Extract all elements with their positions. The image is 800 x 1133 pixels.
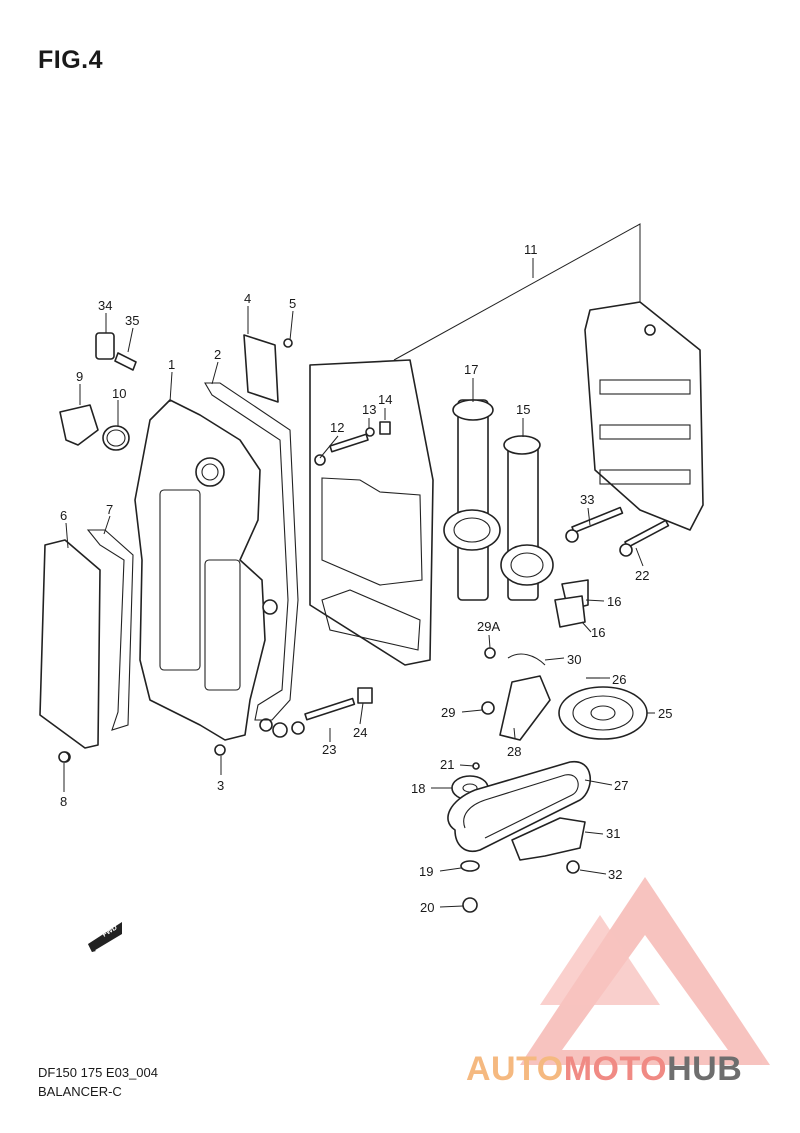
callout-label: 16: [591, 625, 605, 640]
callout-label: 7: [106, 502, 113, 517]
housing-gasket-part: [204, 382, 299, 721]
callout-label: 9: [76, 369, 83, 384]
housing-cover-part: [134, 399, 288, 741]
small-plate-part: [243, 334, 293, 403]
callout-label: 23: [322, 742, 336, 757]
leader-lines: [63, 258, 655, 908]
callout-label: 21: [440, 757, 454, 772]
callout-label: 27: [614, 778, 628, 793]
sleeve-and-clip-part: [95, 332, 137, 371]
watermark-part-auto: AUTO: [466, 1050, 564, 1088]
callout-label: 16: [607, 594, 621, 609]
callout-label: 6: [60, 508, 67, 523]
callout-label: 18: [411, 781, 425, 796]
callout-label: 4: [244, 291, 251, 306]
drive-sprocket-chain-part: [447, 761, 592, 852]
callout-label: 30: [567, 652, 581, 667]
callout-label: 1: [168, 357, 175, 372]
callout-label: 26: [612, 672, 626, 687]
callout-label: 15: [516, 402, 530, 417]
bearing-16-part: [554, 579, 589, 628]
figure-title: FIG.4: [38, 46, 104, 74]
balancer-shaft-15-part: [500, 435, 554, 601]
callout-label: 20: [420, 900, 434, 915]
callout-label: 5: [289, 296, 296, 311]
callout-label: 19: [419, 864, 433, 879]
callout-label: 25: [658, 706, 672, 721]
callout-label: 14: [378, 392, 392, 407]
callout-label: 2: [214, 347, 221, 362]
callout-label: 12: [330, 420, 344, 435]
diagram-code: DF150 175 E03_004: [38, 1065, 158, 1080]
callout-label: 29: [441, 705, 455, 720]
callout-label: 3: [217, 778, 224, 793]
diagram-section-name: BALANCER-C: [38, 1084, 122, 1099]
callout-label: 31: [606, 826, 620, 841]
diagram-caption: DF150 175 E03_004 BALANCER-C: [38, 1063, 158, 1101]
callout-label: 13: [362, 402, 376, 417]
watermark-part-moto: MOTO: [563, 1050, 668, 1088]
callout-label: 8: [60, 794, 67, 809]
chain-guide-part: [460, 817, 586, 913]
callout-label: 34: [98, 298, 112, 313]
callout-labels: 34 35 4 5 1 2 9 10 11 17 15 13 14 12 33 …: [60, 242, 672, 915]
balancer-shaft-17-part: [443, 399, 501, 601]
cap-and-oring-part: [59, 404, 130, 451]
callout-label: 10: [112, 386, 126, 401]
forward-direction-icon: FWD: [88, 922, 122, 952]
bolts-33-22-part: [565, 506, 670, 557]
side-cover-part: [39, 529, 134, 763]
callout-label: 24: [353, 725, 367, 740]
callout-label: 29A: [477, 619, 500, 634]
callout-label: 33: [580, 492, 594, 507]
balancer-case-part: [584, 301, 704, 531]
callout-label: 35: [125, 313, 139, 328]
callout-label: 22: [635, 568, 649, 583]
driven-gear-25-part: [558, 677, 648, 740]
watermark-logo-icon: [520, 877, 770, 1065]
watermark-part-hub: HUB: [667, 1050, 743, 1088]
callout-label: 28: [507, 744, 521, 759]
balancer-housing-part: [291, 359, 434, 735]
callout-label: 17: [464, 362, 478, 377]
callout-label: 11: [524, 242, 538, 257]
bolt-3-8-part: [58, 744, 226, 763]
watermark-brand-text: AUTOMOTOHUB: [466, 1050, 742, 1089]
callout-label: 32: [608, 867, 622, 882]
chain-tensioner-part: [481, 647, 551, 741]
